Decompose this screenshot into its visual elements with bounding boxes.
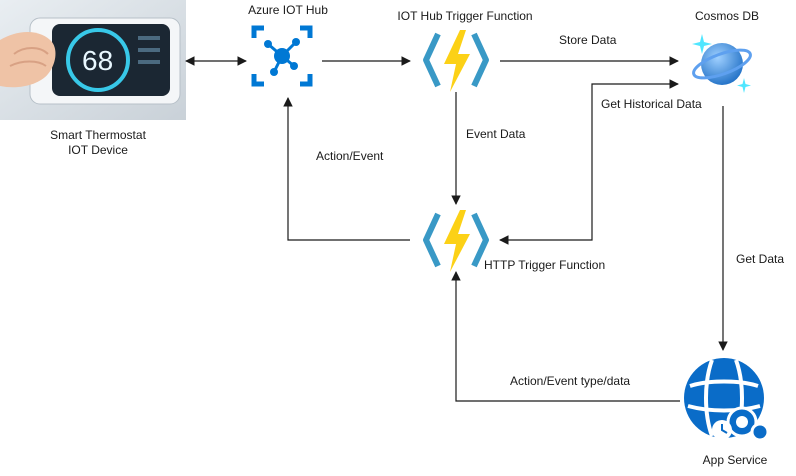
thermostat-temp-display: 68: [82, 45, 113, 76]
event-data-label: Event Data: [466, 127, 526, 141]
store-data-label: Store Data: [559, 33, 617, 47]
get-data-label: Get Data: [736, 252, 785, 266]
get-historical-data-label: Get Historical Data: [601, 97, 702, 111]
cosmos-db-label: Cosmos DB: [694, 9, 759, 23]
connectors: [185, 56, 728, 402]
app-service-label: App Service: [702, 453, 768, 467]
iot-trigger-label: IOT Hub Trigger Function: [397, 9, 533, 23]
action-event-label: Action/Event: [316, 149, 384, 163]
cosmos-db-icon: [692, 34, 752, 93]
device-label-line1: Smart Thermostat: [50, 128, 146, 142]
action-event-type-arrow: [451, 271, 680, 402]
iot-hub-label: Azure IOT Hub: [248, 3, 328, 17]
get-historical-data-arrow: [499, 79, 679, 245]
action-event-type-label: Action/Event type/data: [510, 374, 631, 388]
function-app-icon: [423, 30, 489, 92]
device-label-line2: IOT Device: [68, 143, 128, 157]
app-service-icon: [684, 358, 770, 442]
azure-iot-hub-icon: [251, 25, 313, 87]
thermostat-image: 68: [0, 0, 186, 120]
device-label: Smart Thermostat IOT Device: [8, 128, 188, 158]
http-trigger-label: HTTP Trigger Function: [484, 258, 606, 272]
function-app-icon: [423, 210, 489, 272]
action-event-arrow: [283, 97, 410, 241]
